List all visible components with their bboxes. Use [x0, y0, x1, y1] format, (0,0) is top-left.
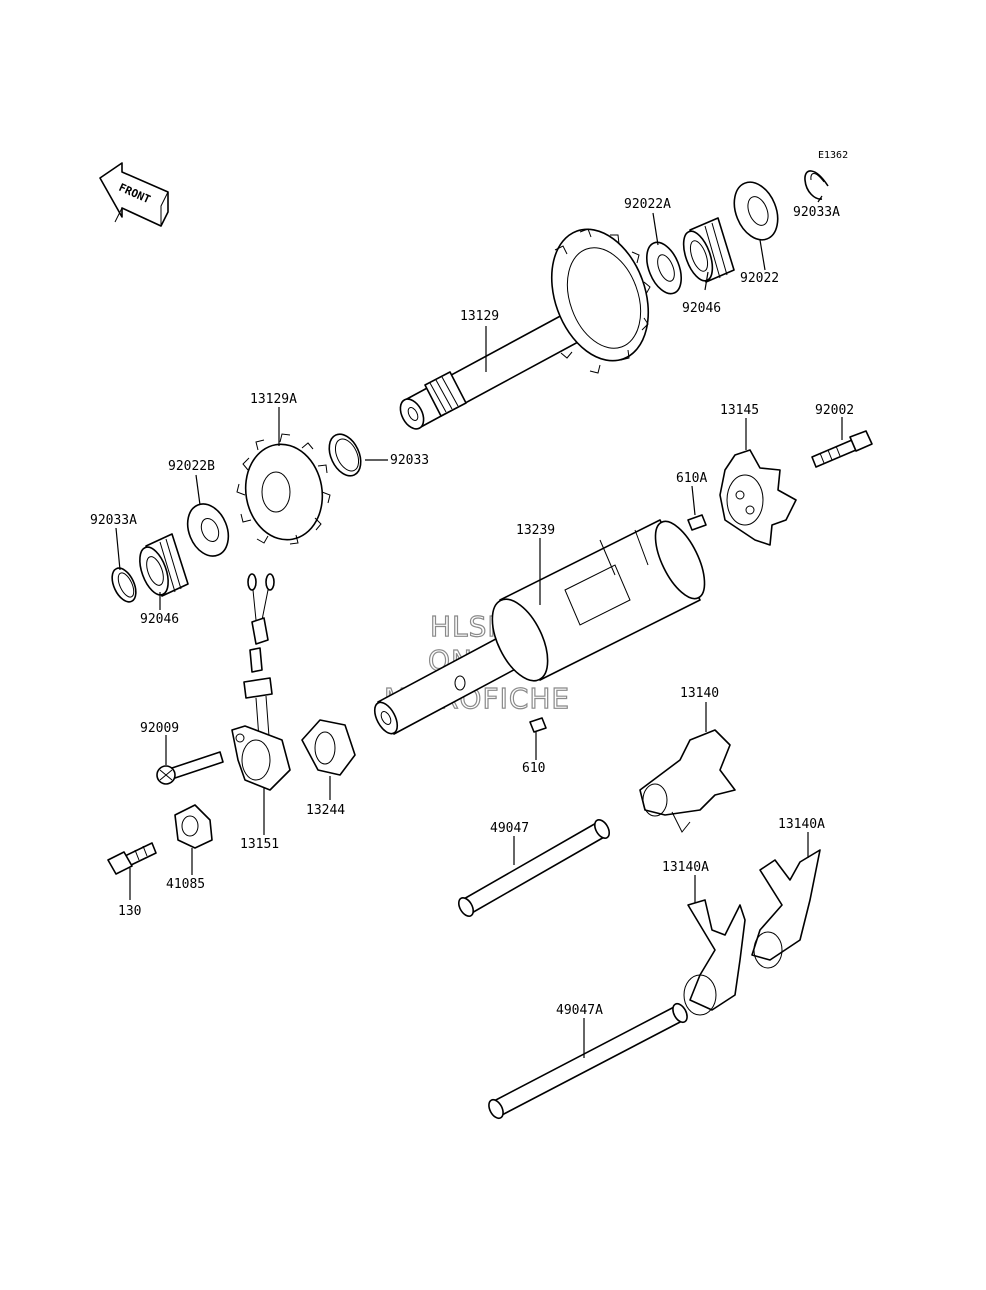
leader-lines [115, 195, 843, 1058]
pin-610A [687, 514, 707, 531]
callout-13140A-right: 13140A [778, 817, 825, 832]
rod-49047 [457, 819, 611, 917]
callout-92022: 92022 [740, 271, 779, 286]
callout-13239: 13239 [516, 523, 555, 538]
callout-610A: 610A [676, 471, 707, 486]
cam-13145 [719, 449, 797, 546]
callout-92002: 92002 [815, 403, 854, 418]
callout-labels: 13129 92022A 92046 92022 92033A 13129A 9… [90, 197, 854, 1018]
bolt-130 [107, 842, 157, 875]
bearing-92046-left [139, 533, 189, 597]
callout-92046-top: 92046 [682, 301, 721, 316]
callout-92033A-top: 92033A [793, 205, 840, 220]
callout-92033A-left: 92033A [90, 513, 137, 528]
washer-92022B [186, 503, 230, 557]
callout-13151: 13151 [240, 837, 279, 852]
front-arrow-icon: FRONT [99, 162, 169, 227]
callout-13244: 13244 [306, 803, 345, 818]
callout-130: 130 [118, 904, 141, 919]
circlip-92033A-top [804, 170, 829, 200]
callout-13129: 13129 [460, 309, 499, 324]
bolt-92002 [811, 430, 873, 468]
circlip-92033A-left [111, 567, 137, 603]
bearing-92046-top [682, 217, 735, 283]
callout-13140: 13140 [680, 686, 719, 701]
part-41085 [174, 804, 213, 849]
callout-13145: 13145 [720, 403, 759, 418]
callout-13129A: 13129A [250, 392, 297, 407]
callout-92046-left: 92046 [140, 612, 179, 627]
shaft-13129 [399, 228, 651, 430]
callout-92022B: 92022B [168, 459, 215, 474]
fork-13140A-mid [683, 899, 746, 1016]
callout-610: 610 [522, 761, 545, 776]
pin-610 [529, 717, 547, 733]
shift-shaft-13151 [231, 573, 291, 791]
collar-13244 [301, 719, 356, 776]
screw-92009 [156, 751, 224, 785]
washer-92022A [646, 241, 682, 295]
callout-49047: 49047 [490, 821, 529, 836]
callout-41085: 41085 [166, 877, 205, 892]
callout-92033: 92033 [390, 453, 429, 468]
callout-92022A: 92022A [624, 197, 671, 212]
circlip-92033 [328, 433, 362, 477]
washer-92022 [733, 181, 779, 241]
rod-49047A [488, 1002, 688, 1120]
callout-13140A-mid: 13140A [662, 860, 709, 875]
callout-49047A: 49047A [556, 1003, 603, 1018]
callout-92009: 92009 [140, 721, 179, 736]
shift-drum-13239 [373, 519, 706, 735]
fork-13140 [639, 729, 736, 833]
fork-13140A-right [751, 849, 821, 969]
gear-13129A [236, 433, 331, 545]
diagram-code: E1362 [818, 150, 848, 161]
